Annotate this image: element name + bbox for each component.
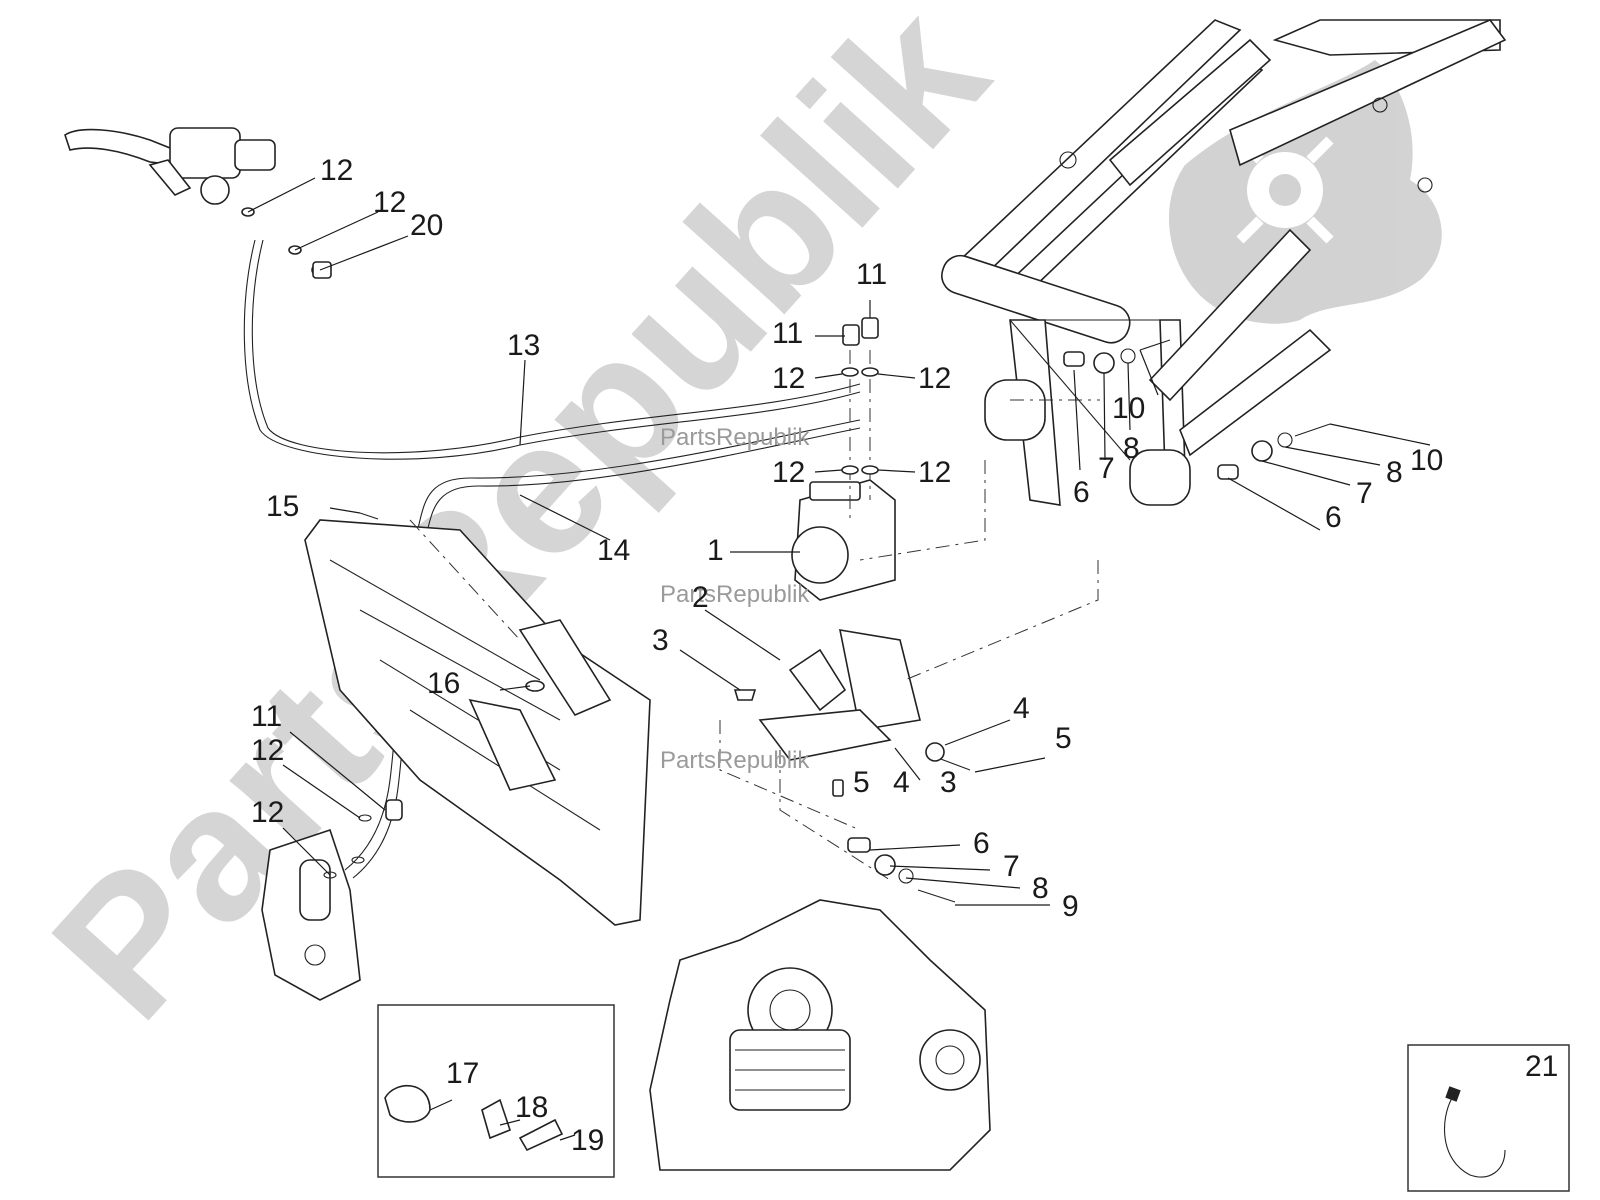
callout-10a: 10 bbox=[1112, 392, 1145, 425]
watermark-labels: PartsRepublik PartsRepublik PartsRepubli… bbox=[660, 424, 810, 774]
watermark-label-3: PartsRepublik bbox=[660, 747, 810, 774]
callouts: 1 2 3 3 4 4 5 5 6 6 6 7 7 7 8 8 8 9 10 1… bbox=[251, 154, 1558, 1157]
callout-12d: 12 bbox=[918, 362, 951, 395]
key-ring-icon bbox=[1443, 1086, 1506, 1178]
callout-18: 18 bbox=[515, 1091, 548, 1124]
callout-1: 1 bbox=[707, 534, 724, 567]
abs-modulator bbox=[733, 479, 921, 761]
callout-8b: 8 bbox=[1386, 456, 1403, 489]
callout-11c: 11 bbox=[251, 700, 282, 733]
callout-12b: 12 bbox=[373, 186, 406, 219]
callout-6c: 6 bbox=[973, 827, 990, 860]
leader-lines bbox=[247, 177, 1431, 1141]
callout-3a: 3 bbox=[652, 624, 669, 657]
callout-12c: 12 bbox=[772, 362, 805, 395]
callout-7a: 7 bbox=[1098, 452, 1115, 485]
callout-5a: 5 bbox=[1055, 722, 1072, 755]
callout-17: 17 bbox=[446, 1057, 479, 1090]
frame-drawing bbox=[941, 19, 1507, 506]
radiator-guard bbox=[304, 519, 651, 926]
inset-tool-box bbox=[1407, 1044, 1570, 1192]
callout-12g: 12 bbox=[251, 734, 284, 767]
callout-3b: 3 bbox=[940, 766, 957, 799]
callout-21: 21 bbox=[1525, 1050, 1558, 1083]
callout-19: 19 bbox=[571, 1124, 604, 1157]
callout-12h: 12 bbox=[251, 796, 284, 829]
watermark-label-2: PartsRepublik bbox=[660, 581, 810, 608]
callout-6b: 6 bbox=[1325, 501, 1342, 534]
callout-7c: 7 bbox=[1003, 850, 1020, 883]
engine bbox=[649, 899, 991, 1171]
callout-9: 9 bbox=[1062, 890, 1079, 923]
callout-13: 13 bbox=[507, 329, 540, 362]
callout-8c: 8 bbox=[1032, 872, 1049, 905]
callout-15: 15 bbox=[266, 490, 299, 523]
brake-lever-master-cylinder bbox=[64, 127, 276, 205]
watermark-label-1: PartsRepublik bbox=[660, 424, 810, 451]
callout-7b: 7 bbox=[1356, 477, 1373, 510]
callout-5b: 5 bbox=[853, 766, 870, 799]
callout-2: 2 bbox=[692, 581, 709, 614]
inset-clips-box bbox=[377, 1004, 615, 1178]
callout-14: 14 bbox=[597, 534, 630, 567]
callout-8a: 8 bbox=[1123, 432, 1140, 465]
callout-12a: 12 bbox=[320, 154, 353, 187]
callout-16: 16 bbox=[427, 667, 460, 700]
callout-10b: 10 bbox=[1410, 444, 1443, 477]
assembly-lines bbox=[409, 350, 1100, 881]
callout-20: 20 bbox=[410, 209, 443, 242]
callout-4a: 4 bbox=[1013, 692, 1030, 725]
callout-6a: 6 bbox=[1073, 476, 1090, 509]
brake-caliper bbox=[261, 828, 361, 1001]
callout-12e: 12 bbox=[772, 456, 805, 489]
callout-4b: 4 bbox=[893, 766, 910, 799]
callout-12f: 12 bbox=[918, 456, 951, 489]
hardware-items bbox=[241, 207, 1331, 903]
callout-11a: 11 bbox=[856, 258, 887, 291]
callout-11b: 11 bbox=[772, 317, 803, 350]
